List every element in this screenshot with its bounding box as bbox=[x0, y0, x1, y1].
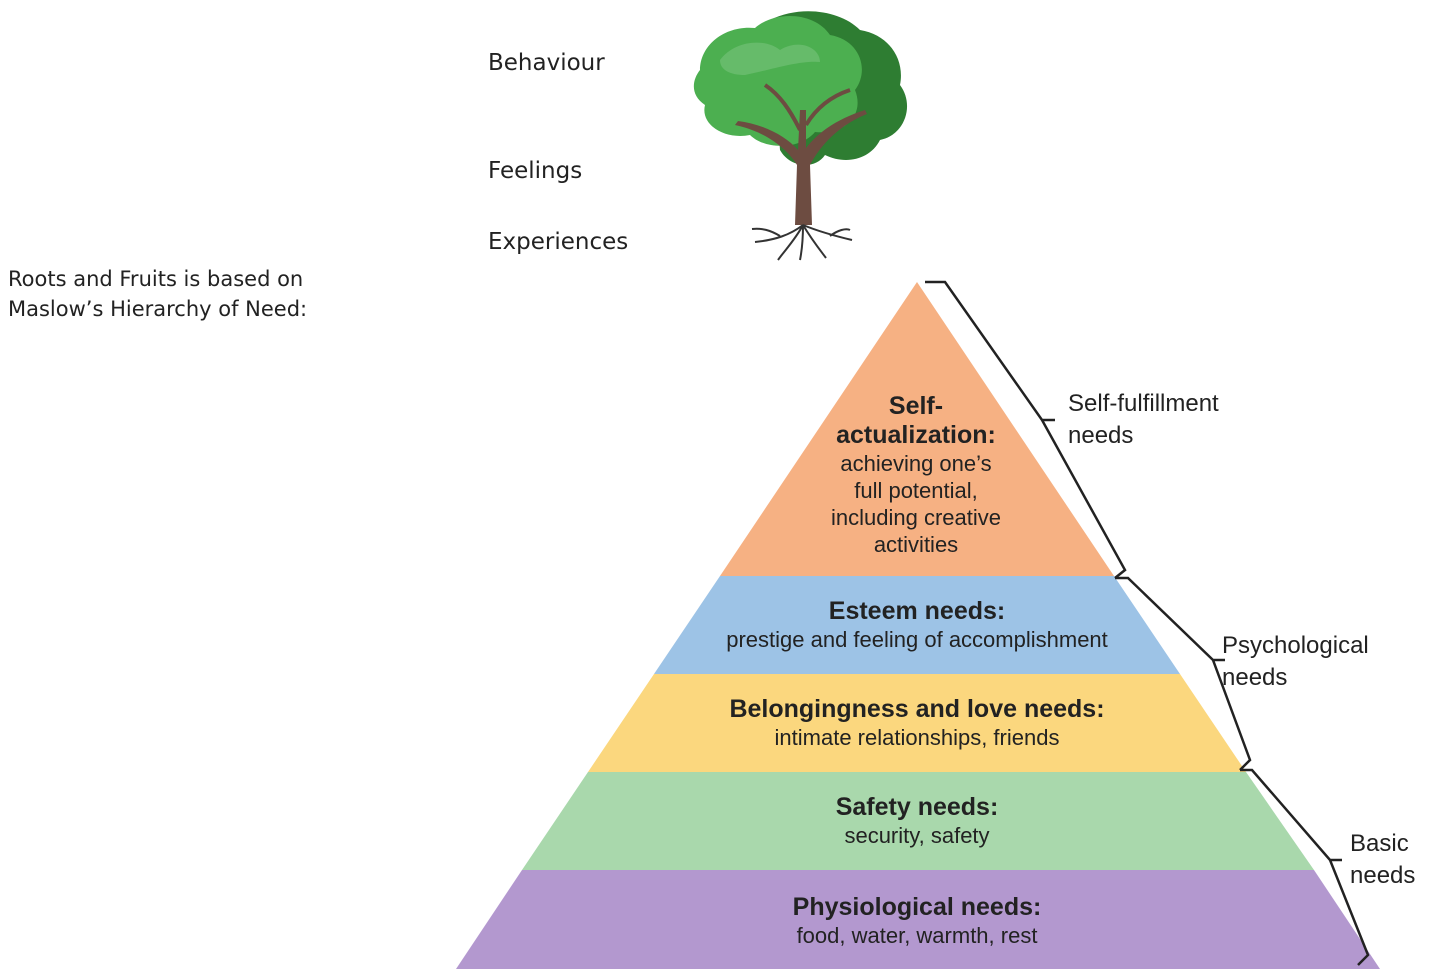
intro-text: Roots and Fruits is based on Maslow’s Hi… bbox=[8, 264, 408, 324]
self-actualization-desc-2: full potential, bbox=[854, 478, 978, 503]
tier-safety-text: Safety needs: security, safety bbox=[836, 793, 999, 849]
tier-esteem-text: Esteem needs: prestige and feeling of ac… bbox=[726, 597, 1108, 653]
self-actualization-title-2: actualization: bbox=[836, 421, 996, 449]
tier-self-actualization-text: Self- actualization: achieving one’s ful… bbox=[831, 392, 1001, 558]
self-fulfillment-line-1: Self-fulfillment bbox=[1068, 390, 1219, 417]
bracket-basic bbox=[1240, 768, 1370, 966]
intro-line-2: Maslow’s Hierarchy of Need: bbox=[8, 297, 308, 321]
behaviour-label: Behaviour bbox=[488, 50, 605, 76]
physiological-desc: food, water, warmth, rest bbox=[796, 923, 1038, 948]
pyramid bbox=[456, 282, 1380, 969]
feelings-label: Feelings bbox=[488, 158, 583, 184]
physiological-title: Physiological needs: bbox=[792, 893, 1042, 921]
safety-title: Safety needs: bbox=[835, 793, 999, 821]
tier-self-actualization bbox=[720, 282, 1114, 576]
intro-line-1: Roots and Fruits is based on bbox=[8, 267, 304, 291]
brackets bbox=[925, 280, 1370, 966]
belongingness-title: Belongingness and love needs: bbox=[729, 695, 1105, 723]
self-fulfillment-line-2: needs bbox=[1068, 422, 1134, 449]
tree-trunk bbox=[735, 110, 867, 225]
basic-line-1: Basic bbox=[1350, 830, 1409, 857]
self-actualization-desc-4: activities bbox=[873, 532, 959, 557]
tier-safety bbox=[522, 772, 1314, 870]
tier-physiological-text: Physiological needs: food, water, warmth… bbox=[793, 893, 1042, 949]
experiences-label: Experiences bbox=[488, 229, 629, 255]
esteem-desc: prestige and feeling of accomplishment bbox=[726, 627, 1108, 652]
self-actualization-desc-3: including creative bbox=[831, 505, 1001, 530]
belongingness-desc: intimate relationships, friends bbox=[774, 725, 1060, 750]
esteem-title: Esteem needs: bbox=[828, 597, 1006, 625]
safety-desc: security, safety bbox=[844, 823, 990, 848]
bracket-psychological bbox=[1115, 576, 1252, 771]
tree-roots bbox=[751, 224, 853, 261]
psychological-line-1: Psychological bbox=[1222, 632, 1369, 659]
tier-belongingness bbox=[588, 674, 1246, 772]
tier-esteem bbox=[654, 576, 1180, 674]
psychological-line-2: needs bbox=[1222, 664, 1288, 691]
psychological-label: Psychological needs bbox=[1222, 630, 1369, 694]
self-actualization-desc-1: achieving one’s bbox=[840, 451, 992, 476]
basic-label: Basic needs bbox=[1350, 828, 1415, 892]
tree-icon bbox=[693, 11, 908, 261]
tree-canopy-highlight bbox=[720, 42, 820, 75]
bracket-self-fulfillment bbox=[925, 280, 1127, 579]
tier-belongingness-text: Belongingness and love needs: intimate r… bbox=[729, 695, 1104, 751]
self-fulfillment-label: Self-fulfillment needs bbox=[1068, 388, 1219, 452]
basic-line-2: needs bbox=[1350, 862, 1416, 889]
tier-physiological bbox=[456, 870, 1380, 969]
self-actualization-title-1: Self- bbox=[888, 392, 944, 420]
